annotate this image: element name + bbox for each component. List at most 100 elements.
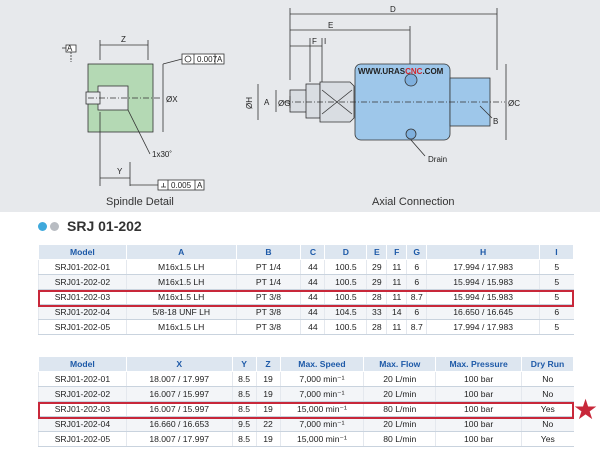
table-cell: 8.5 [231, 431, 257, 447]
table-cell: 5 [539, 289, 574, 305]
table-cell: SRJ01-202-05 [38, 431, 127, 447]
table-cell: 20 L/min [363, 371, 436, 387]
table-cell: PT 1/4 [235, 274, 301, 290]
grey-dot-icon [50, 221, 59, 231]
spindle-tol-bottom-value: 0.005 [171, 181, 192, 190]
table-cell: 100 bar [435, 371, 522, 387]
table-cell: 16.660 / 16.653 [125, 416, 233, 432]
table-cell: M16x1.5 LH [125, 289, 237, 305]
url-mid: CNC [405, 67, 423, 76]
table1-header: I [539, 244, 574, 260]
table-cell: M16x1.5 LH [125, 259, 237, 275]
table-cell: 11 [386, 274, 407, 290]
axial-d-label: D [390, 5, 396, 14]
table-cell: 100 bar [435, 386, 522, 402]
table-cell: 80 L/min [363, 401, 436, 417]
table-cell: 44 [300, 319, 325, 335]
table-cell: 19 [255, 386, 281, 402]
table-cell: 100.5 [324, 319, 367, 335]
table-cell: SRJ01-202-04 [38, 304, 127, 320]
technical-drawing: A Z ØX 0.007 A 1x30˚ Y 0.005 A [0, 0, 600, 212]
table-cell: 100 bar [435, 401, 522, 417]
spindle-tol-top-value: 0.007 [197, 55, 218, 64]
table-cell: 20 L/min [363, 386, 436, 402]
table-cell: 22 [255, 416, 281, 432]
table1-header: E [366, 244, 388, 260]
table2-header-row: Model X Y Z Max. Speed Max. Flow Max. Pr… [38, 356, 574, 372]
table-cell: No [521, 386, 574, 402]
spindle-y-label: Y [117, 167, 123, 176]
highlight-box-table2 [38, 402, 574, 419]
table-cell: 44 [300, 274, 325, 290]
url-prefix: WWW.URAS [358, 67, 406, 76]
table-cell: PT 3/8 [235, 304, 301, 320]
table-cell: 29 [366, 259, 387, 275]
table-cell: M16x1.5 LH [125, 274, 237, 290]
table2-header: Dry Run [521, 356, 574, 372]
table-cell: PT 1/4 [235, 259, 301, 275]
axial-a-label: A [264, 98, 270, 107]
table-cell: 15,000 min⁻¹ [279, 431, 364, 447]
table-cell: 11 [386, 319, 407, 335]
table-cell: 8.5 [231, 386, 257, 402]
table2-header: Max. Flow [363, 356, 437, 372]
table-cell: 19 [255, 431, 281, 447]
table-cell: 19 [255, 401, 281, 417]
table-cell: 8.5 [231, 401, 257, 417]
axial-dia-g-label: ØG [278, 99, 290, 108]
table1-header: H [426, 244, 540, 260]
table-cell: 7,000 min⁻¹ [279, 386, 364, 402]
table-cell: 5 [539, 259, 574, 275]
table-cell: PT 3/8 [235, 289, 301, 305]
table-cell: 44 [300, 304, 325, 320]
spindle-datum-label: A [67, 44, 73, 53]
table-cell: 100 bar [435, 431, 522, 447]
table1-header: D [324, 244, 368, 260]
section-title: SRJ 01-202 [38, 218, 142, 234]
table1-header: Model [38, 244, 127, 260]
table-cell: 15.994 / 15.983 [426, 289, 540, 305]
highlight-box-table1 [38, 290, 574, 307]
table1-header: A [125, 244, 237, 260]
table-cell: 8.7 [406, 289, 427, 305]
table-cell: 18.007 / 17.997 [125, 371, 233, 387]
table-cell: 5/8-18 UNF LH [125, 304, 237, 320]
table-cell: SRJ01-202-04 [38, 416, 127, 432]
table-cell: 11 [386, 259, 407, 275]
table1-header: F [386, 244, 408, 260]
axial-dia-h-label: ØH [245, 97, 254, 109]
table2-header: Model [38, 356, 127, 372]
spindle-tol-bottom-ref: A [197, 181, 203, 190]
table-cell: M16x1.5 LH [125, 319, 237, 335]
table1-header: G [406, 244, 428, 260]
axial-connection [257, 8, 507, 157]
axial-dia-c-label: ØC [508, 99, 520, 108]
table-cell: SRJ01-202-02 [38, 274, 127, 290]
table2-header: Z [255, 356, 281, 372]
table2-header: Y [231, 356, 257, 372]
table-cell: 6 [406, 274, 427, 290]
table-cell: 100.5 [324, 274, 367, 290]
axial-b-label: B [493, 117, 498, 126]
table-cell: 6 [539, 304, 574, 320]
spindle-chamfer-label: 1x30˚ [152, 150, 172, 159]
table-cell: 17.994 / 17.983 [426, 259, 540, 275]
table-cell: 33 [366, 304, 387, 320]
table-cell: 28 [366, 289, 387, 305]
table-cell: 9.5 [231, 416, 257, 432]
table-cell: 11 [386, 289, 407, 305]
performance-table: Model X Y Z Max. Speed Max. Flow Max. Pr… [38, 356, 574, 447]
table-cell: 104.5 [324, 304, 367, 320]
table-cell: 28 [366, 319, 387, 335]
table-cell: 80 L/min [363, 431, 436, 447]
axial-drain-label: Drain [428, 155, 447, 164]
table-cell: 7,000 min⁻¹ [279, 371, 364, 387]
table-cell: 18.007 / 17.997 [125, 431, 233, 447]
axial-caption: Axial Connection [372, 196, 455, 208]
axial-e-label: E [328, 21, 333, 30]
